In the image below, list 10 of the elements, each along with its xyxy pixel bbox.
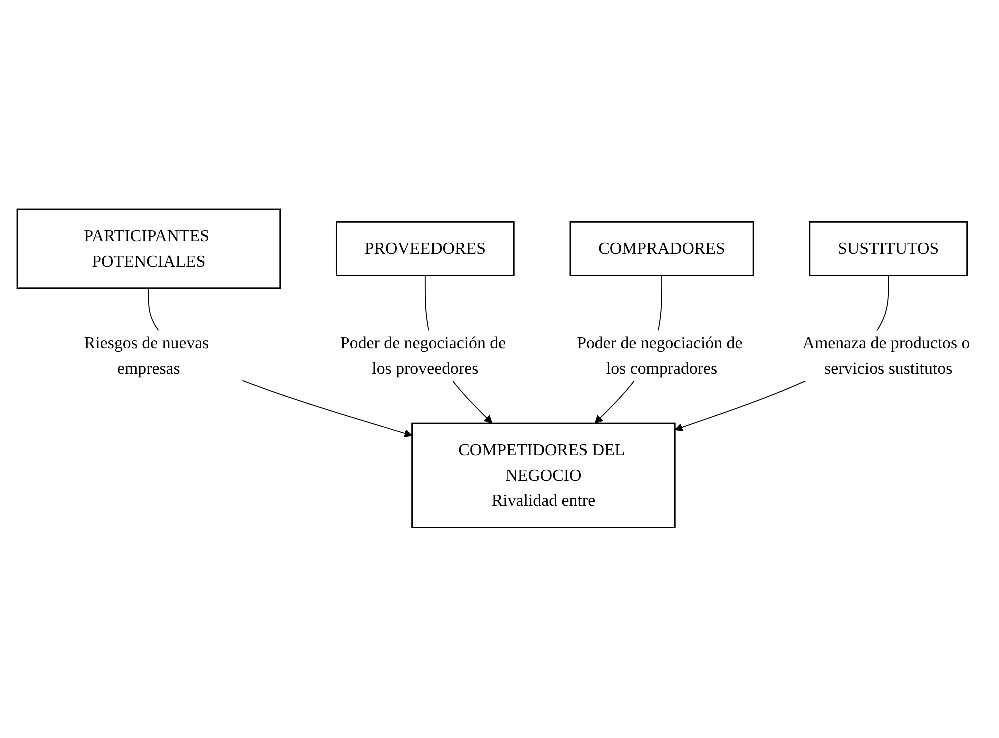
node-box (808, 222, 968, 277)
edge-label: Poder de negociación de los compradores (576, 334, 742, 378)
node-box (411, 423, 676, 529)
edge-label: Amenaza de productos o servicios sustitutos (802, 334, 970, 378)
node-box (336, 222, 514, 277)
node-box (569, 222, 754, 277)
node-box (16, 209, 281, 290)
edge-label: Riesgos de nuevas empresas (84, 334, 209, 378)
edge-label: Poder de negociación de los proveedores (340, 334, 506, 378)
diagram: Riesgos de nuevas empresas Poder de negociación de los proveedores Poder de negociación de los compradores Amenaza de productos o servicios sustitutos PARTICIPANTES POTENCIALES PROVEEDORES COMPETIDORES DEL NEGOCIO Rivalidad entre COMPRADORES SUSTITUTOS (10, 202, 990, 536)
